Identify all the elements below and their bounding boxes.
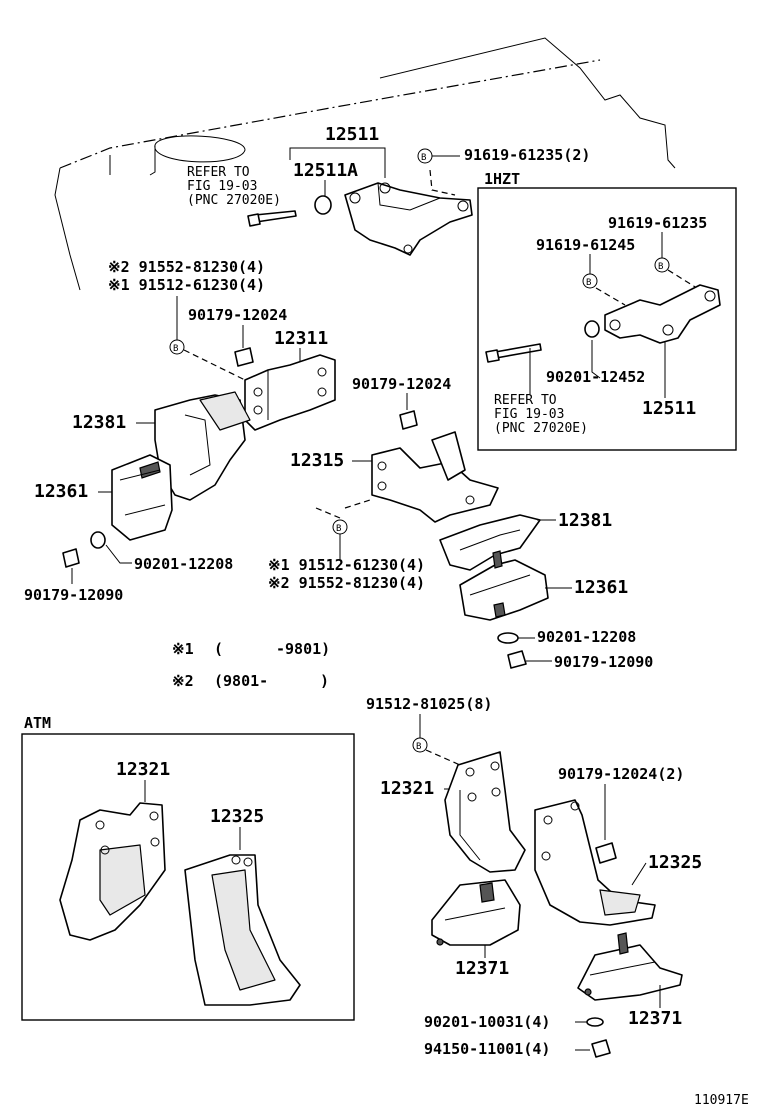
bolt-1hzt [485,343,542,363]
1hzt-detail-box [477,187,737,451]
part-label-90179-12024-a: 90179-12024 [188,306,287,324]
note-1-open-paren: ( [214,640,223,658]
part-label-12361-right: 12361 [574,577,628,598]
refer-to-label-2: REFER TO [494,393,557,408]
bolt-symbol-icon [412,737,428,753]
transmission-mount-bracket-12325 [534,799,656,926]
transmission-mount-bracket-12321-atm [59,802,166,941]
svg-text:B: B [421,153,426,163]
nut-90179-12024-a [234,347,254,367]
part-label-91512-81025: 91512-81025(8) [366,695,492,713]
part-label-90201-12208-right: 90201-12208 [537,628,636,646]
part-label-91512-61230-a: ※1 91512-61230(4) [108,276,265,294]
leader-12511-top [289,147,386,178]
bolt-symbol-icon [582,273,598,289]
variant-label-1hzt: 1HZT [484,170,520,188]
transmission-mount-bracket-12325-atm [184,854,301,1006]
pnc-label-1: (PNC 27020E) [187,193,281,208]
fig-label-1: FIG 19-03 [187,179,257,194]
svg-text:B: B [173,344,178,354]
engine-bracket-12511-top [344,182,473,256]
part-label-90179-12090-left: 90179-12090 [24,586,123,604]
part-label-91552-81230-a: ※2 91552-81230(4) [108,258,265,276]
transmission-mount-bracket-12321 [444,751,526,873]
bolt-symbol-icon [654,257,670,273]
part-label-91619-61245: 91619-61245 [536,236,635,254]
part-label-94150-11001: 94150-11001(4) [424,1040,550,1058]
nut-90179-12024-2 [595,842,617,864]
part-label-12511a: 12511A [293,160,358,181]
engine-mounting-bracket-12311 [244,354,336,431]
collar-12511a [314,195,332,215]
part-label-12511-1hzt: 12511 [642,398,696,419]
part-label-91619-61235: 91619-61235 [608,214,707,232]
transmission-mount-insulator-12371-left [431,879,521,946]
collar-90201-12208-left [90,531,106,549]
part-label-90179-12090-right: 90179-12090 [554,653,653,671]
note-1-text: -9801) [276,640,330,658]
part-label-12315: 12315 [290,450,344,471]
variant-label-atm: ATM [24,714,51,732]
nut-90179-12024-b [399,410,418,430]
svg-text:B: B [586,278,591,288]
part-label-90179-12024-2: 90179-12024(2) [558,765,684,783]
washer-90201-10031 [586,1017,604,1027]
part-label-12381-left: 12381 [72,412,126,433]
part-label-90201-10031: 90201-10031(4) [424,1013,550,1031]
part-label-12381-right: 12381 [558,510,612,531]
svg-text:B: B [336,524,341,534]
bolt-symbol-icon [169,339,185,355]
part-label-12321: 12321 [380,778,434,799]
note-2-text: (9801- [214,672,268,690]
part-label-90201-12452: 90201-12452 [546,368,645,386]
svg-text:B: B [416,742,421,752]
part-label-12325-atm: 12325 [210,806,264,827]
engine-block-outline [54,37,676,291]
part-label-90179-12024-b: 90179-12024 [352,375,451,393]
diagram-reference-code: 110917E [694,1093,749,1108]
part-label-12311: 12311 [274,328,328,349]
fig-label-2: FIG 19-03 [494,407,564,422]
part-label-12371-left: 12371 [455,958,509,979]
engine-mount-insulator-12361-right [459,550,549,621]
part-label-12511-top: 12511 [325,124,379,145]
bolt-refer-fig-19-03 [247,210,297,227]
note-1-mark: ※1 [172,640,194,658]
collar-90201-12208-right [497,632,519,644]
part-label-91512-61230-b: ※1 91512-61230(4) [268,556,425,574]
atm-detail-box [21,733,355,1021]
nut-90179-12090-left [62,548,80,568]
part-label-91619-61235-2: 91619-61235(2) [464,146,590,164]
engine-mounting-bracket-12315 [371,431,499,523]
part-label-12361-left: 12361 [34,481,88,502]
engine-bracket-12511-1hzt [604,284,721,344]
part-label-12325: 12325 [648,852,702,873]
note-2-close-paren: ) [320,672,329,690]
part-label-90201-12208-left: 90201-12208 [134,555,233,573]
nut-94150-11001 [591,1039,611,1058]
refer-to-label-1: REFER TO [187,165,250,180]
transmission-mount-insulator-12371-right [577,932,683,1001]
collar-90201-12452 [584,320,600,338]
nut-90179-12090-right [507,650,527,669]
part-label-12371-right: 12371 [628,1008,682,1029]
part-label-12321-atm: 12321 [116,759,170,780]
engine-mount-insulator-12361-left [111,454,173,541]
mount-damper-12381-right [439,514,541,571]
note-2-mark: ※2 [172,672,194,690]
pnc-label-2: (PNC 27020E) [494,421,588,436]
svg-text:B: B [658,262,663,272]
part-label-91552-81230-b: ※2 91552-81230(4) [268,574,425,592]
